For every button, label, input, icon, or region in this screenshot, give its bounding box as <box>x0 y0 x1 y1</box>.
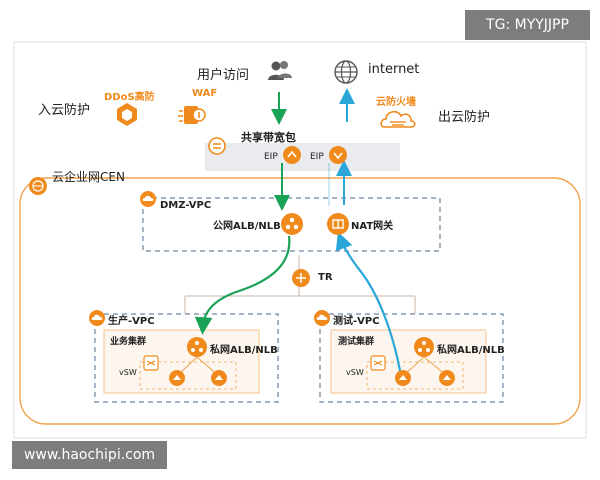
private-alb-label-right: 私网ALB/NLB <box>437 345 505 356</box>
vsw-switch-icon-left <box>143 355 159 371</box>
watermark-top: TG: MYYJJPP <box>465 10 590 40</box>
test-vpc-label: 测试-VPC <box>333 316 380 327</box>
public-alb-label: 公网ALB/NLB <box>213 221 281 232</box>
waf-icon <box>178 106 206 124</box>
ddos-shield-icon <box>117 103 137 126</box>
watermark-bottom: www.haochipi.com <box>12 441 167 469</box>
waf-label: WAF <box>192 88 218 99</box>
eip-label-left: EIP <box>264 152 278 162</box>
cen-label: 云企业网CEN <box>52 170 125 184</box>
prod-vpc-label: 生产-VPC <box>108 316 155 327</box>
nat-gateway-label: NAT网关 <box>351 221 394 232</box>
dmz-vpc-box <box>142 197 441 252</box>
outbound-protection-label: 出云防护 <box>438 110 491 125</box>
vsw-label-right: vSW <box>346 368 364 377</box>
inbound-protection-label: 入云防护 <box>38 103 91 118</box>
shared-bandwidth-box <box>205 143 400 171</box>
dmz-cloud-icon <box>140 191 156 207</box>
tr-label: TR <box>318 272 333 283</box>
shared-bandwidth-label: 共享带宽包 <box>241 131 296 144</box>
eip-icon-left <box>283 146 301 164</box>
test-vpc-cloud-icon <box>314 310 330 326</box>
prod-vpc-box <box>94 313 279 403</box>
user-access-label: 用户访问 <box>197 68 250 83</box>
prod-vpc-cloud-icon <box>89 310 105 326</box>
private-alb-label-left: 私网ALB/NLB <box>210 345 278 356</box>
vsw-switch-icon-right <box>370 355 386 371</box>
cen-container <box>19 177 581 425</box>
tr-icon <box>292 269 310 287</box>
ecs-node-icon <box>439 370 455 386</box>
biz-cluster-label: 业务集群 <box>110 337 147 347</box>
vsw-label-left: vSW <box>119 368 137 377</box>
private-alb-icon-left <box>187 337 207 357</box>
vsw-right-box <box>366 361 464 390</box>
nat-gateway-icon <box>327 213 349 235</box>
users-icon <box>268 61 292 80</box>
cloud-firewall-icon <box>380 110 416 128</box>
test-vpc-box <box>319 313 504 403</box>
eip-label-right: EIP <box>310 152 324 162</box>
ecs-node-icon <box>395 370 411 386</box>
public-alb-icon <box>281 213 303 235</box>
shared-bandwidth-icon <box>208 137 226 155</box>
outer-frame <box>13 41 587 439</box>
ddos-label: DDoS高防 <box>104 92 155 103</box>
cen-icon <box>29 177 47 195</box>
ecs-node-icon <box>211 370 227 386</box>
outbound-arrow-tr <box>335 231 403 377</box>
private-alb-icon-right <box>414 337 434 357</box>
globe-icon <box>334 60 358 84</box>
dmz-vpc-label: DMZ-VPC <box>160 200 212 211</box>
internet-label: internet <box>368 62 420 77</box>
vsw-left-box <box>139 361 237 390</box>
inbound-arrow-tr <box>194 235 291 335</box>
cloud-firewall-label: 云防火墙 <box>376 97 416 108</box>
ecs-node-icon <box>169 370 185 386</box>
test-cluster-label: 测试集群 <box>338 337 375 347</box>
eip-icon-right <box>329 146 347 164</box>
